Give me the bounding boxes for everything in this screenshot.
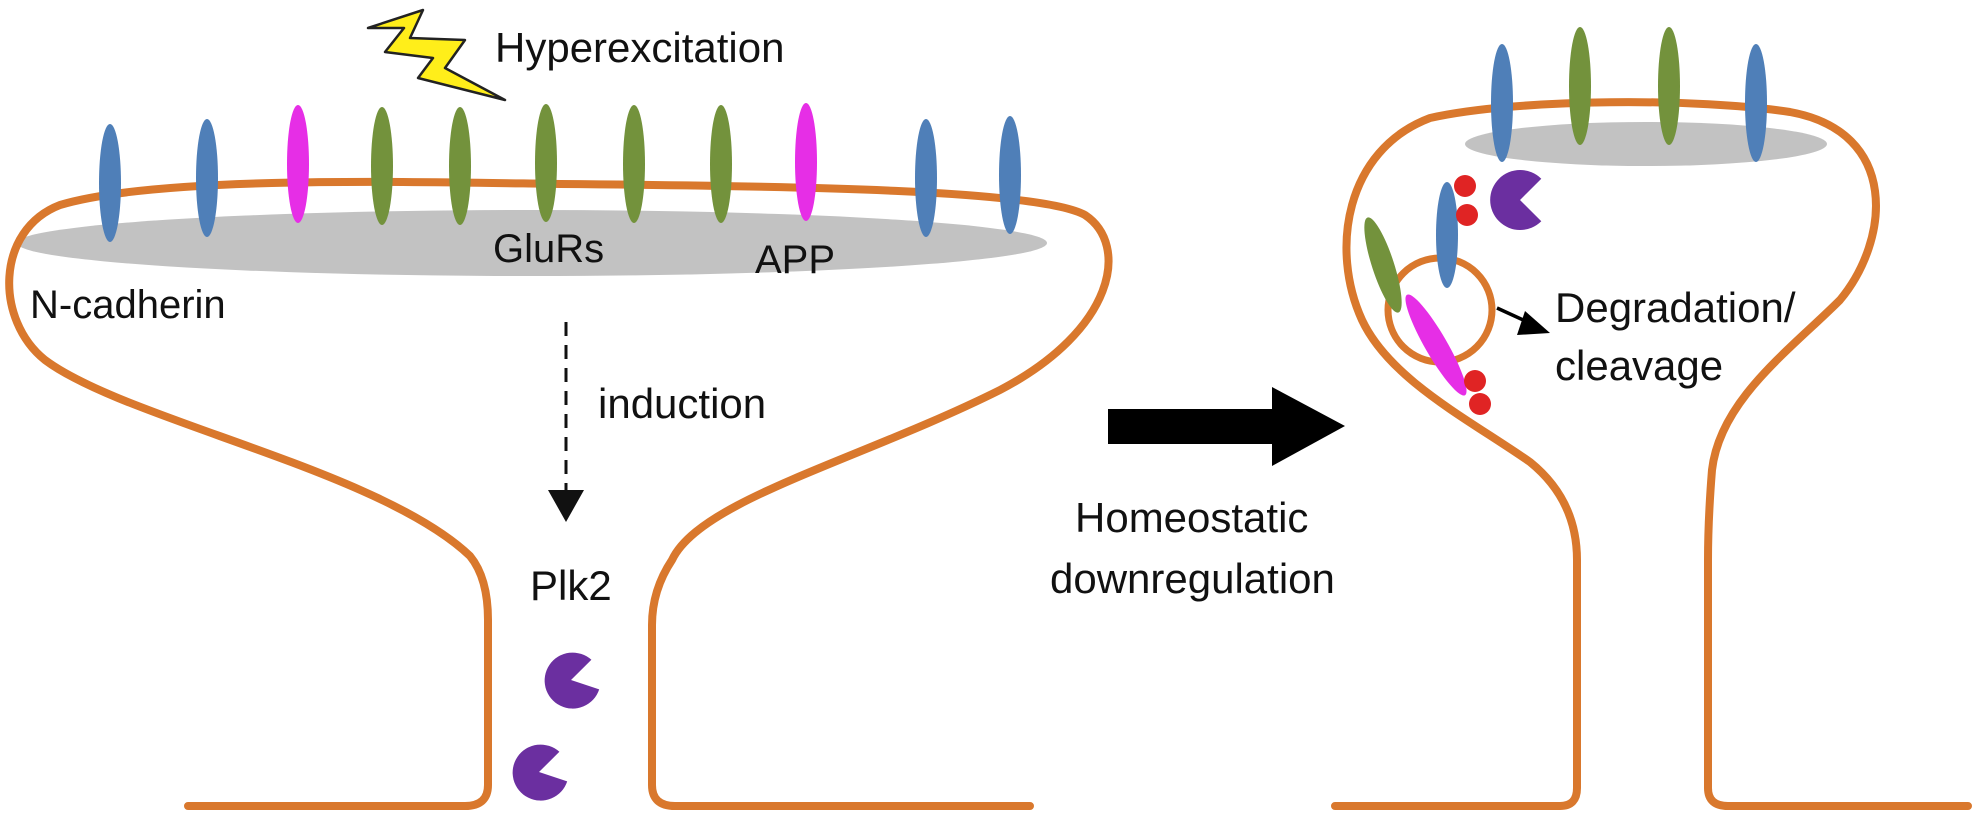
induction-label: induction xyxy=(598,380,766,427)
n-cadherin-receptor xyxy=(1491,44,1513,162)
right-psd xyxy=(1465,122,1827,166)
homeostatic-label-line1: Homeostatic xyxy=(1075,494,1308,541)
right-membrane xyxy=(1331,98,1972,810)
pacman-kinase-icon xyxy=(512,744,568,801)
pacman-kinase-icon xyxy=(1490,170,1542,231)
glur-receptor xyxy=(449,107,471,225)
n-cadherin-label: N-cadherin xyxy=(30,283,226,327)
left-psd xyxy=(17,210,1047,276)
left-receptors xyxy=(99,103,1021,242)
internalized-n-cadherin-receptor xyxy=(1436,182,1458,288)
big-arrowhead xyxy=(1272,387,1345,466)
hyperexcitation-label: Hyperexcitation xyxy=(495,24,784,71)
n-cadherin-receptor xyxy=(915,119,937,237)
phosphate-dot-icon xyxy=(1454,175,1476,197)
glurs-label: GluRs xyxy=(493,227,604,271)
lightning-bolt-icon xyxy=(366,8,507,102)
pacman-kinase-icon xyxy=(544,652,600,709)
glur-receptor xyxy=(1569,27,1591,145)
degradation-label-line1: Degradation/ xyxy=(1555,284,1796,331)
app-receptor xyxy=(795,103,817,221)
induction-arrowhead xyxy=(548,490,584,522)
n-cadherin-receptor xyxy=(196,119,218,237)
big-arrow-shaft xyxy=(1108,409,1280,444)
phosphate-dot-icon xyxy=(1464,370,1486,392)
glur-receptor xyxy=(1658,27,1680,145)
left-spine: Hyperexcitation GluRs APP N-cadherin ind… xyxy=(5,8,1113,810)
internalized-app-receptor xyxy=(1405,294,1467,396)
n-cadherin-receptor xyxy=(999,116,1021,234)
phosphate-dot-icon xyxy=(1456,204,1478,226)
n-cadherin-receptor xyxy=(1745,44,1767,162)
homeostatic-label-line2: downregulation xyxy=(1050,555,1335,602)
internalized-glur-receptor xyxy=(1364,217,1402,313)
right-spine: Degradation/ cleavage xyxy=(1331,27,1972,810)
homeostatic-arrow: Homeostatic downregulation xyxy=(1050,387,1345,602)
glur-receptor xyxy=(371,107,393,225)
degradation-label-line2: cleavage xyxy=(1555,342,1723,389)
degradation-arrowhead xyxy=(1517,311,1550,335)
glur-receptor xyxy=(710,105,732,223)
glur-receptor xyxy=(535,104,557,222)
left-membrane xyxy=(5,177,1113,810)
glur-receptor xyxy=(623,105,645,223)
plk2-label: Plk2 xyxy=(530,562,612,609)
app-receptor xyxy=(287,105,309,223)
phosphate-dot-icon xyxy=(1469,393,1491,415)
app-label: APP xyxy=(755,238,835,282)
n-cadherin-receptor xyxy=(99,124,121,242)
